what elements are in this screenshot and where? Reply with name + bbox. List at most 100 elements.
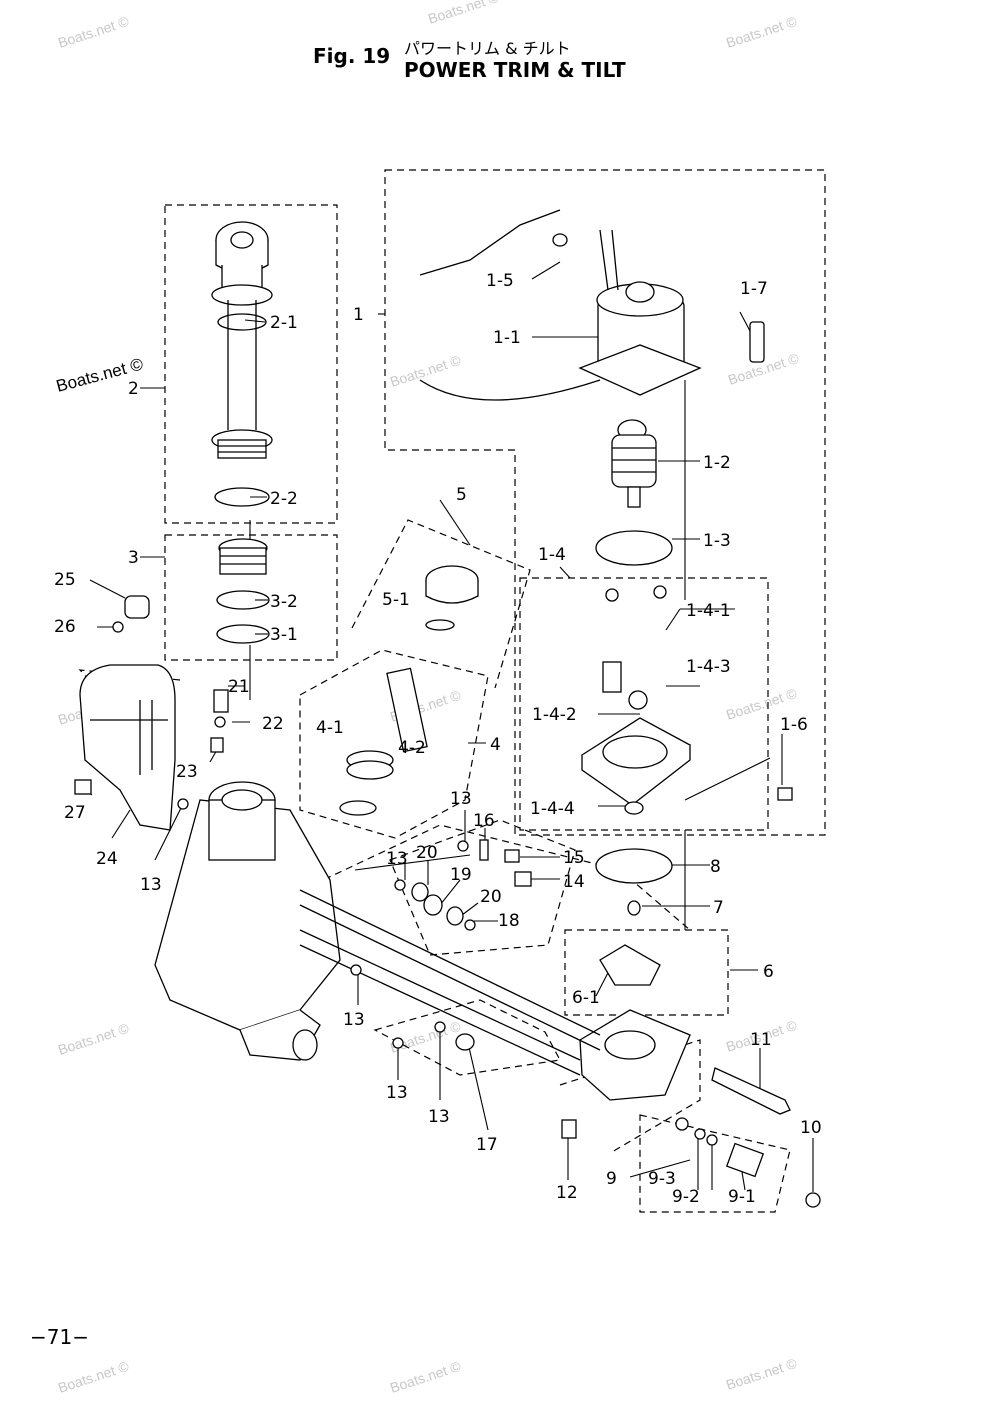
callout-9-3: 9-3: [648, 1169, 676, 1189]
callout-9-2: 9-2: [672, 1187, 700, 1207]
callout-26: 26: [54, 617, 76, 637]
spring-21: [213, 689, 229, 713]
armature-part: [611, 419, 657, 508]
reservoir-part: [580, 585, 692, 815]
o-ring-13: [434, 1021, 446, 1033]
pin-16: [479, 839, 489, 861]
plug-14: [514, 871, 532, 887]
callout-13: 13: [386, 1083, 408, 1103]
bolt-1-6: [777, 787, 793, 801]
watermark: Boats.net ©: [724, 13, 799, 51]
watermark: Boats.net ©: [388, 1358, 463, 1396]
callout-9: 9: [606, 1169, 617, 1189]
callout-2-1: 2-1: [270, 313, 298, 333]
watermark: Boats.net ©: [724, 1355, 799, 1393]
ring-18: [464, 919, 476, 931]
callout-11: 11: [750, 1030, 772, 1050]
callout-13: 13: [450, 789, 472, 809]
callout-24: 24: [96, 849, 118, 869]
tilt-cylinder-part: [211, 221, 273, 507]
callout-4-2: 4-2: [398, 738, 426, 758]
ring-26: [112, 621, 124, 633]
tube-mid-outline: [389, 819, 576, 956]
seal-19: [423, 894, 443, 916]
callout-1-2: 1-2: [703, 453, 731, 473]
callout-1-6: 1-6: [780, 715, 808, 735]
seal-20b: [446, 906, 464, 926]
callout-1-4: 1-4: [538, 545, 566, 565]
bolt-12: [561, 1119, 577, 1139]
figure-title-japanese: パワートリム & チルト: [404, 39, 571, 58]
callout-14: 14: [563, 872, 585, 892]
watermark: Boats.net ©: [426, 0, 501, 27]
watermark: Boats.net ©: [56, 13, 131, 51]
callout-27: 27: [64, 803, 86, 823]
group-3-piston-outline: [164, 534, 338, 661]
bolt-27: [74, 779, 92, 795]
callout-20: 20: [480, 887, 502, 907]
callout-15: 15: [563, 848, 585, 868]
callout-20: 20: [416, 843, 438, 863]
bolt-1-7: [749, 321, 765, 363]
tube-lower-outline: [373, 999, 561, 1076]
group-1-4-reservoir-outline: [519, 577, 769, 831]
cap-part: [425, 565, 479, 631]
callout-9-1: 9-1: [728, 1187, 756, 1207]
leader-lines: [79, 261, 814, 1192]
parts-drawings: [74, 209, 821, 1208]
group-5-outline: [351, 519, 531, 689]
callout-12: 12: [556, 1183, 578, 1203]
callout-23: 23: [176, 762, 198, 782]
callout-13: 13: [386, 849, 408, 869]
group-6-pump-outline: [564, 929, 729, 1016]
callout-25: 25: [54, 570, 76, 590]
callout-1-4-4: 1-4-4: [530, 799, 575, 819]
o-ring-1-3: [595, 530, 673, 566]
ball-22: [214, 716, 226, 728]
callout-labels: 1 1-1 1-2 1-3 1-4 1-4-1 1-4-2 1-4-3 1-4-…: [54, 271, 822, 1207]
callout-5-1: 5-1: [382, 590, 410, 610]
callout-1-1: 1-1: [493, 328, 521, 348]
callout-13: 13: [428, 1107, 450, 1127]
figure-title-english: POWER TRIM & TILT: [404, 58, 626, 82]
callout-5: 5: [456, 485, 467, 505]
callout-3-2: 3-2: [270, 592, 298, 612]
callout-13: 13: [343, 1010, 365, 1030]
callout-6-1: 6-1: [572, 988, 600, 1008]
callout-18: 18: [498, 911, 520, 931]
o-ring-13: [177, 798, 189, 810]
callout-21: 21: [228, 677, 250, 697]
callout-8: 8: [710, 857, 721, 877]
callout-13: 13: [140, 875, 162, 895]
callout-7: 7: [713, 898, 724, 918]
valve-part: [675, 1117, 821, 1208]
seal-20: [411, 882, 429, 902]
group-4-trim-rod-outline: [299, 649, 489, 839]
callout-2: 2: [128, 379, 139, 399]
callout-19: 19: [450, 865, 472, 885]
bracket-outline: [78, 669, 181, 771]
piston-part: [216, 538, 270, 644]
collar-25: [124, 595, 150, 619]
cylinder-housing-part: [154, 781, 341, 1061]
callout-2-2: 2-2: [270, 489, 298, 509]
pin-23: [210, 737, 224, 753]
callout-17: 17: [476, 1135, 498, 1155]
motor-part: [419, 209, 702, 401]
callout-1-7: 1-7: [740, 279, 768, 299]
bracket-part: [79, 664, 176, 831]
callout-1-5: 1-5: [486, 271, 514, 291]
callout-4-1: 4-1: [316, 718, 344, 738]
o-ring-13: [457, 840, 469, 852]
watermark: Boats.net ©: [56, 1020, 131, 1058]
callout-10: 10: [800, 1118, 822, 1138]
group-9-valve-outline: [639, 1114, 791, 1213]
fitting-17: [455, 1033, 475, 1051]
callout-1-4-3: 1-4-3: [686, 657, 731, 677]
pipe-assembly-outline: [269, 824, 691, 931]
trim-rod-part: [339, 667, 428, 816]
callout-3: 3: [128, 548, 139, 568]
bolt-11: [711, 1067, 791, 1115]
